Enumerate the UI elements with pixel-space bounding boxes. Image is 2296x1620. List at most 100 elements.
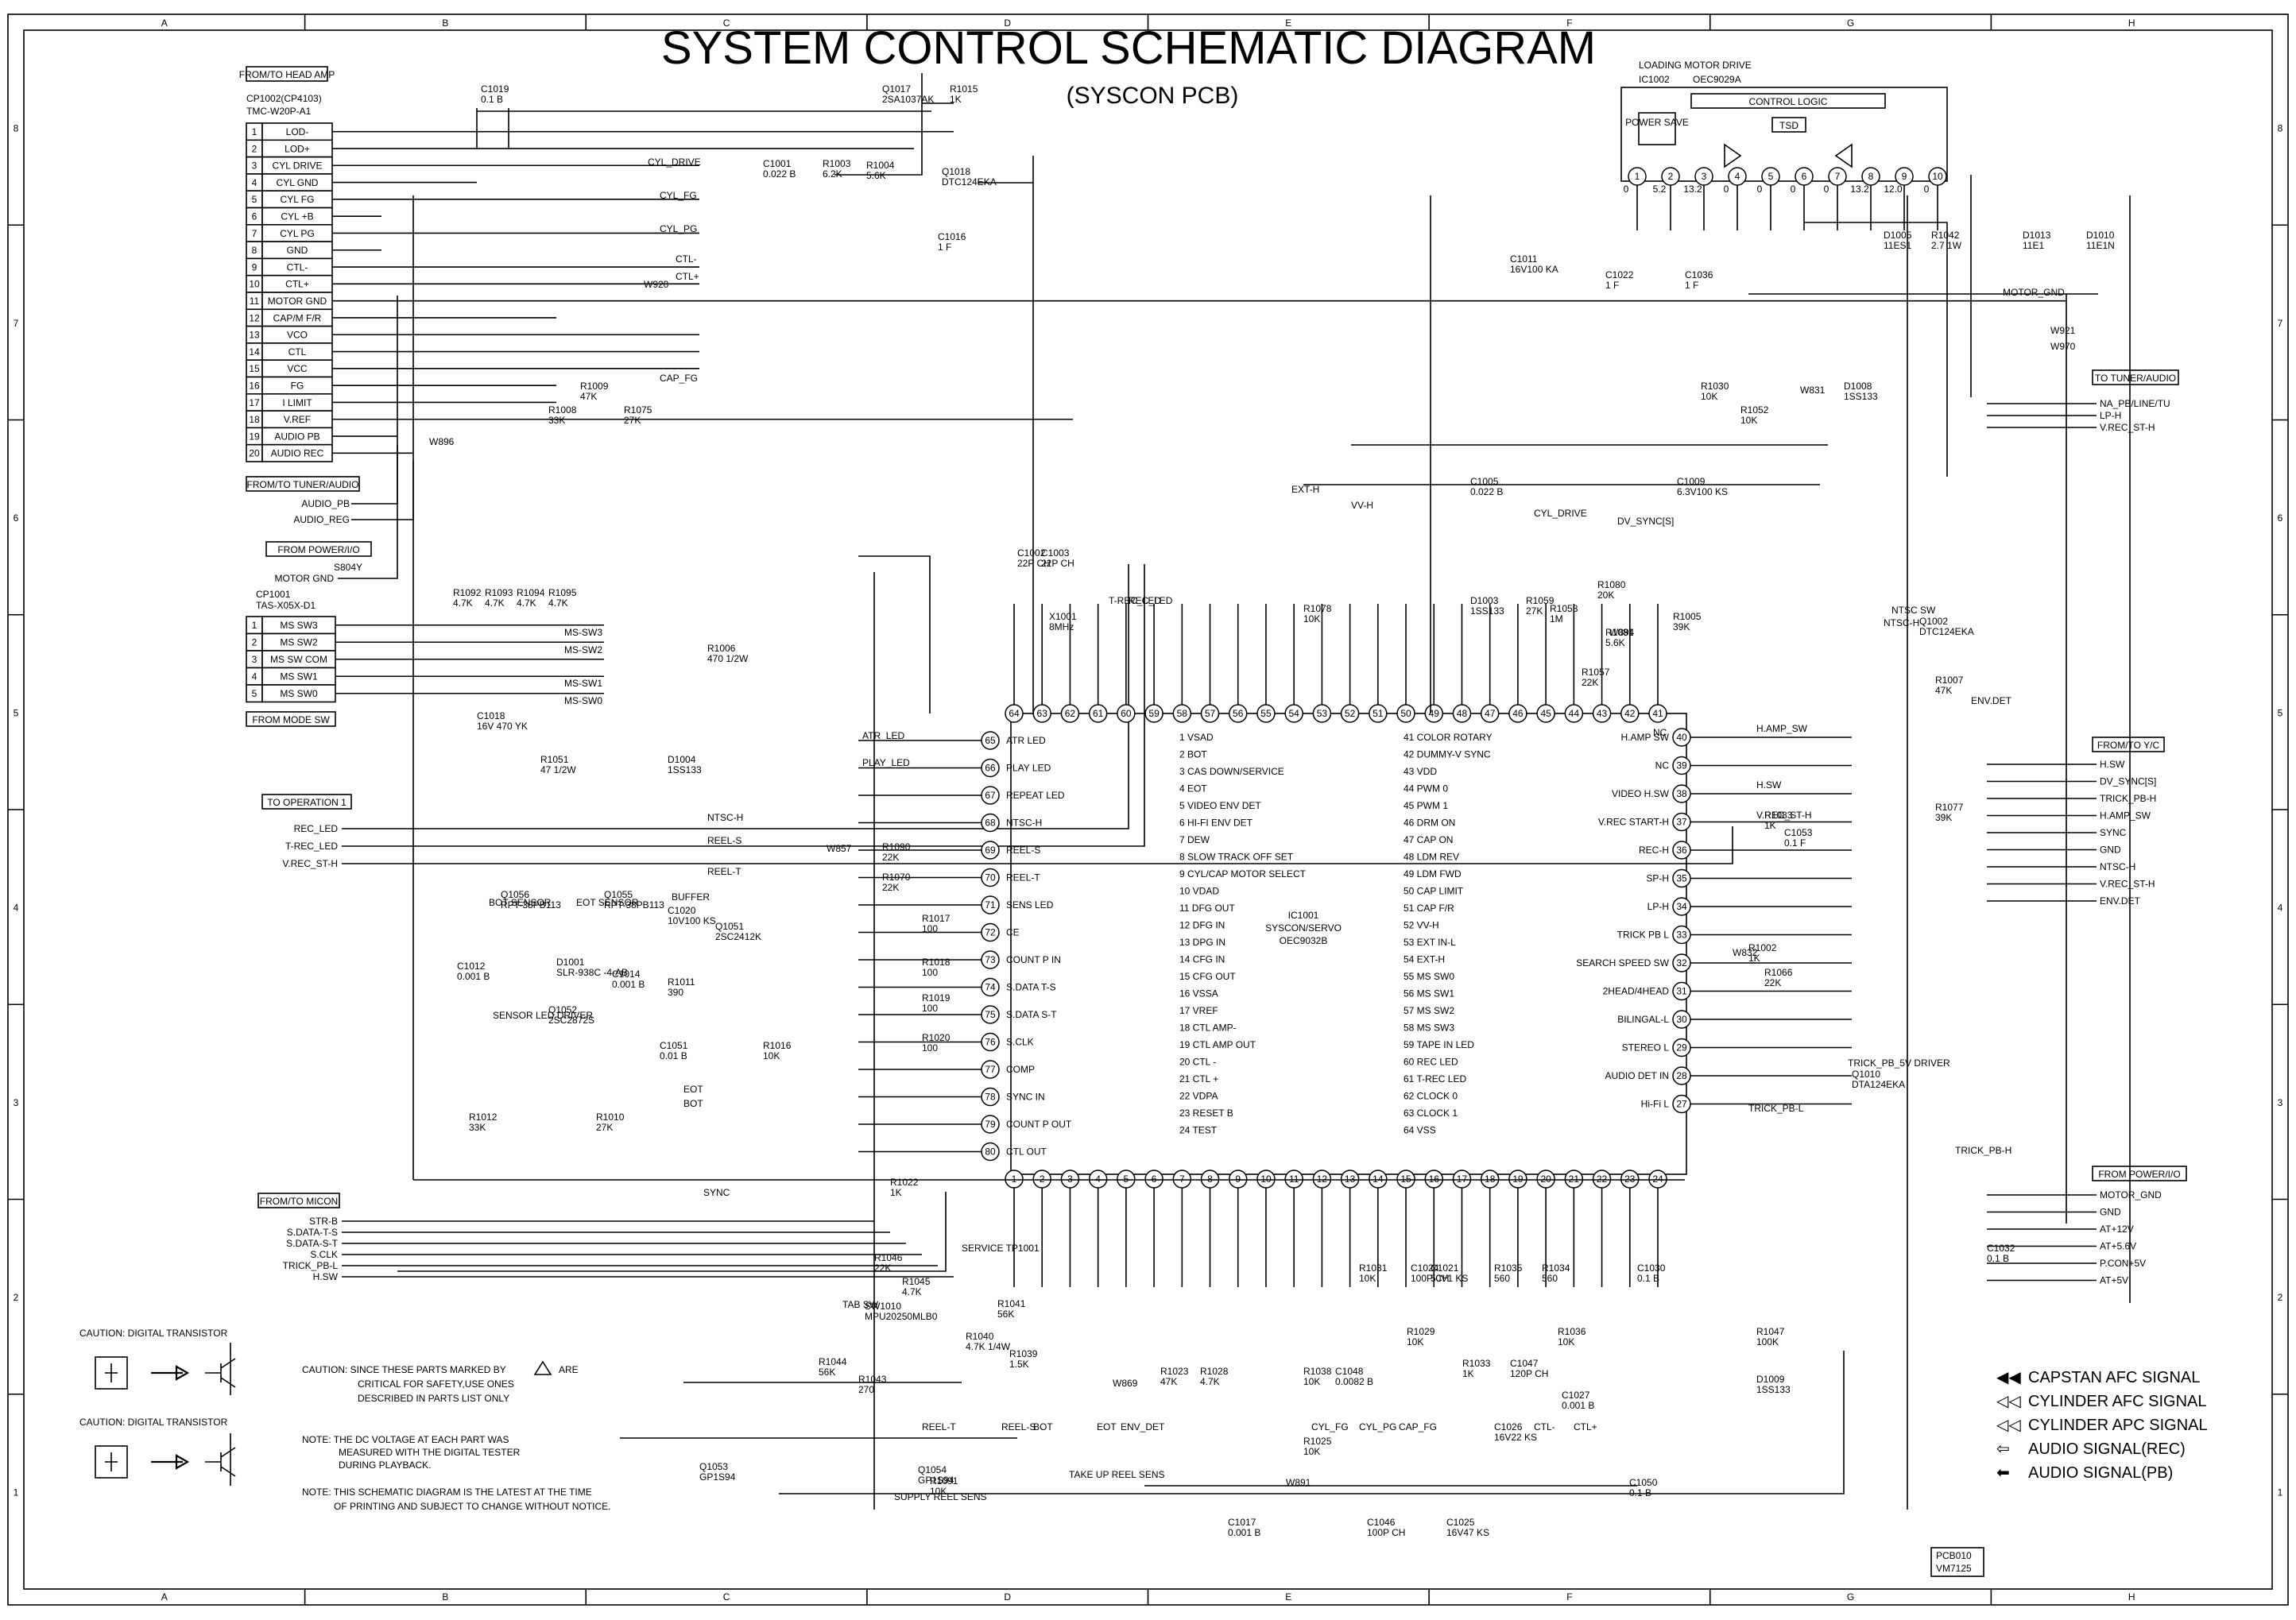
component-value: 33K <box>548 415 565 426</box>
component-ref: R1028 <box>1200 1366 1229 1377</box>
component-ref: C1002 <box>1017 547 1046 559</box>
component-value: 0.001 B <box>612 979 645 990</box>
net-label: SENSOR LED DRIVER <box>493 1010 593 1021</box>
component-ref: Q1052 <box>548 1004 577 1015</box>
ic-bottom-pin-number: 10 <box>1260 1173 1272 1185</box>
grid-row-right: 1 <box>2278 1487 2283 1498</box>
ic-left-pin-number: 69 <box>985 845 996 856</box>
ic-bottom-pin-number: 22 <box>1597 1173 1608 1185</box>
micon-connector: FROM/TO MICON STR-BS.DATA-T-SS.DATA-S-TS… <box>257 1193 954 1282</box>
power_io_right-signal: AT+5V <box>2100 1275 2128 1286</box>
ic-left-pin-number: 75 <box>985 1009 996 1020</box>
ic-bottom-pin-number: 4 <box>1095 1173 1101 1185</box>
ic-top-pin-number: 55 <box>1260 708 1272 719</box>
tuner_audio_right-signal: V.REC_ST-H <box>2100 422 2155 433</box>
grid-col-bottom: C <box>723 1591 730 1603</box>
component-value: 1K <box>1748 953 1760 964</box>
ic-right-pin-label: SP-H <box>1646 873 1669 884</box>
ic-top-pin-number: 53 <box>1317 708 1328 719</box>
ic-right-pin-label: NC <box>1655 760 1670 771</box>
component-ref: X1001 <box>1049 611 1077 622</box>
component-value: 22K <box>882 882 899 893</box>
ic-right-pin-number: 35 <box>1676 873 1687 884</box>
power-io-right-label: FROM POWER/I/O <box>2098 1169 2180 1180</box>
grid-row-left: 3 <box>14 1097 19 1108</box>
tuner-audio-left-label: FROM/TO TUNER/AUDIO <box>247 479 359 490</box>
component-ref: R1002 <box>1748 942 1777 953</box>
head-amp-pin-name: CTL+ <box>285 279 309 290</box>
head-amp-pin-number: 8 <box>252 245 257 256</box>
net-label: CTL+ <box>676 271 699 282</box>
component-value: 1.5K <box>1009 1359 1029 1370</box>
component-value: 22K <box>1764 977 1781 988</box>
ic-top-pin-number: 52 <box>1345 708 1356 719</box>
component-value: 4.7K <box>902 1286 922 1297</box>
yc-signal: ENV.DET <box>2100 895 2141 907</box>
s804y-label: S804Y <box>334 562 362 573</box>
ic-left-pin-number: 80 <box>985 1146 996 1158</box>
head-amp-pin-name: CYL FG <box>281 194 315 205</box>
grid-row-left: 7 <box>14 318 19 329</box>
loading-ic-part: OEC9029A <box>1693 74 1741 85</box>
component-ref: R1059 <box>1526 595 1555 606</box>
tuner_audio_right-signal: NA_PB/LINE/TU <box>2100 398 2170 409</box>
component-value: 10V100 KS <box>668 915 716 926</box>
grid-row-left: 5 <box>14 707 19 718</box>
ic-left-pin-label: S.CLK <box>1006 1037 1034 1048</box>
net-label: W891 <box>1286 1477 1311 1488</box>
operation-label: TO OPERATION 1 <box>267 797 347 808</box>
pcb-id-2: VM7125 <box>1936 1563 1972 1574</box>
component-ref: R1057 <box>1582 667 1610 678</box>
head-amp-pin-name: FG <box>291 381 304 392</box>
component-value: 1SS133 <box>1470 605 1504 617</box>
grid-col-bottom: G <box>1847 1591 1854 1603</box>
component-ref: Q1017 <box>882 83 911 95</box>
ic-top-pin-number: 47 <box>1485 708 1496 719</box>
main-ic-body <box>1010 713 1687 1175</box>
op-sig-1: T-REC_LED <box>285 841 338 852</box>
ic-pin-desc-right: 46 DRM ON <box>1404 818 1455 829</box>
ic-pin-desc-left: 14 CFG IN <box>1179 954 1225 965</box>
component-ref: C1014 <box>612 969 641 980</box>
component-ref: R1008 <box>548 404 577 416</box>
operation-connector: TO OPERATION 1 REC_LED T-REC_LED V.REC_S… <box>261 564 1733 869</box>
mode-sw-pin-number: 4 <box>252 671 257 682</box>
ic-left-pin-number: 68 <box>985 818 996 829</box>
ic-right-pin-number: 34 <box>1676 901 1687 912</box>
head-amp-pin-number: 10 <box>249 279 260 290</box>
caution-safety-4: DESCRIBED IN PARTS LIST ONLY <box>358 1393 509 1404</box>
loading-ic-pin-voltage: 13.2 <box>1850 184 1869 195</box>
head-amp-pin-name: VCC <box>287 363 308 374</box>
component-value: 1K <box>950 94 962 105</box>
mode-sw-pin-name: MS SW2 <box>280 637 318 648</box>
ic-pin-desc-left: 17 VREF <box>1179 1005 1218 1016</box>
yc-signals: H.SWDV_SYNC[S]TRICK_PB-HH.AMP_SWSYNCGNDN… <box>1987 759 2156 907</box>
ic-pin-desc-left: 8 SLOW TRACK OFF SET <box>1179 852 1294 863</box>
component-value: 11E1N <box>2086 240 2115 251</box>
ic-left-pin-label: REEL-S <box>1006 845 1040 856</box>
grid-row-left: 6 <box>14 512 19 524</box>
head-amp-pin-number: 19 <box>249 431 260 442</box>
loading-ic-pin-number: 1 <box>1635 171 1640 182</box>
component-value: 100 <box>922 1042 938 1054</box>
grid-row-right: 2 <box>2278 1292 2283 1303</box>
component-ref: Q1051 <box>715 921 744 932</box>
head-amp-pin-number: 5 <box>252 194 257 205</box>
ic-right-pin-label: V.REC START-H <box>1598 817 1669 828</box>
component-ref: Q1054 <box>918 1464 947 1475</box>
net-label: NTSC-H <box>1884 617 1919 628</box>
ic-pin-desc-right: 44 PWM 0 <box>1404 783 1448 795</box>
loading-ic-pin-voltage: 5.2 <box>1653 184 1667 195</box>
ic-top-pin-number: 61 <box>1093 708 1104 719</box>
component-value: 560 <box>1494 1273 1510 1284</box>
grid-col-top: G <box>1847 17 1854 29</box>
component-ref: R1038 <box>1303 1366 1332 1377</box>
tsd-box <box>1771 117 1806 133</box>
net-label: CTL+ <box>1574 1421 1597 1432</box>
ic-right-pin-number: 33 <box>1676 930 1687 941</box>
ic-left-pin-number: 76 <box>985 1037 996 1048</box>
component-value: 22K <box>1582 677 1598 688</box>
net-label: CYL_DRIVE <box>648 157 701 168</box>
ic-right-pin-label: H.AMP SW <box>1621 732 1670 743</box>
component-value: 0.1 B <box>1629 1487 1651 1498</box>
